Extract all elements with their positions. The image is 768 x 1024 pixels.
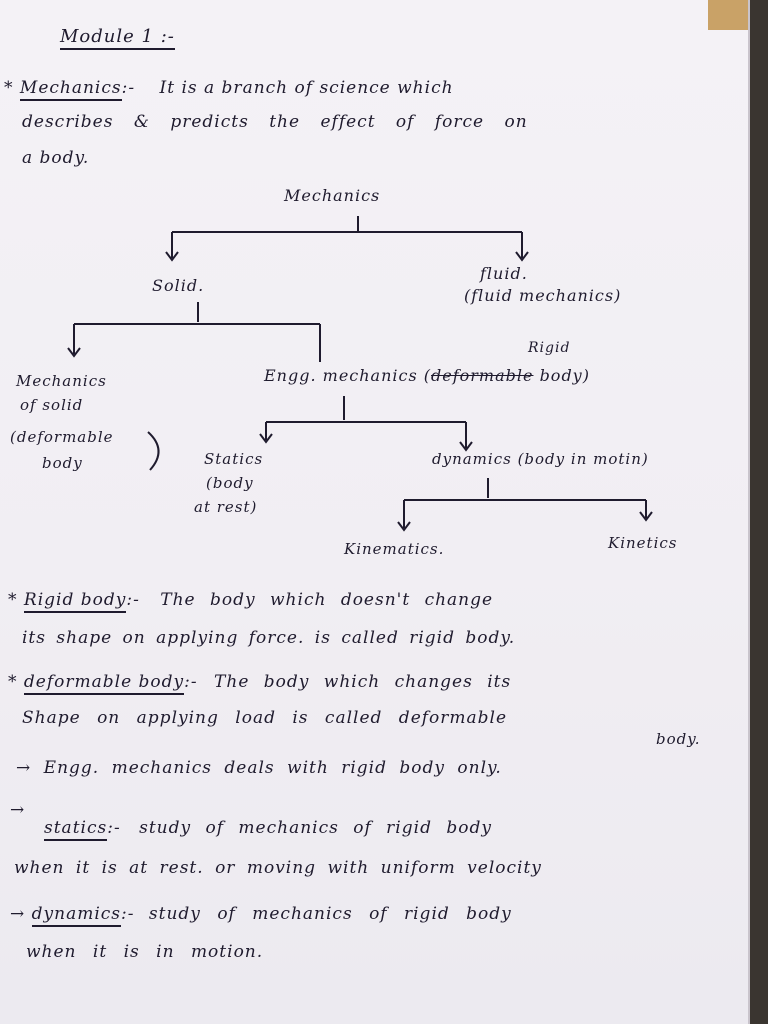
term-separator: :-	[121, 904, 135, 924]
engg-note-line: → Engg. mechanics deals with rigid body …	[16, 758, 502, 778]
dynamics-note-text-1: study of mechanics of rigid body	[148, 904, 512, 924]
term-mechanics: Mechanics	[19, 78, 122, 101]
notebook-page: Module 1 :- * Mechanics:- It is a branch…	[0, 0, 750, 1024]
engg-struck-word: deformable	[431, 366, 534, 385]
arrow-icon: →	[16, 758, 32, 778]
rigid-body-text-1: The body which doesn't change	[160, 590, 494, 610]
tree-root-mechanics: Mechanics	[284, 186, 381, 205]
arrow-icon: →	[10, 904, 26, 924]
term-separator: :-	[107, 818, 121, 838]
tree-node-statics-1: Statics	[204, 450, 264, 468]
tree-node-mos-2: of solid	[20, 396, 84, 414]
engg-note-text: Engg. mechanics deals with rigid body on…	[43, 758, 502, 778]
mechanics-definition-line3: a body.	[22, 148, 90, 168]
tree-node-statics-2: (body	[206, 474, 254, 492]
term-rigid-body: Rigid body	[23, 590, 127, 613]
bullet-star: *	[8, 590, 18, 610]
statics-note-line1: statics:- study of mechanics of rigid bo…	[44, 818, 492, 841]
tree-node-kinematics: Kinematics.	[344, 540, 445, 558]
tree-node-solid: Solid.	[152, 276, 205, 295]
dynamics-note-line2: when it is in motion.	[26, 942, 264, 962]
term-deformable-body: deformable body	[23, 672, 185, 695]
deformable-body-line1: * deformable body:- The body which chang…	[8, 672, 512, 695]
engg-tail: body)	[539, 366, 590, 385]
term-separator: :-	[126, 590, 140, 610]
tree-node-dynamics: dynamics (body in motin)	[432, 450, 649, 468]
statics-note-text-1: study of mechanics of rigid body	[139, 818, 492, 838]
rigid-body-line2: its shape on applying force. is called r…	[22, 628, 516, 648]
engg-label: Engg. mechanics (	[264, 366, 432, 385]
tree-node-rigid-insert: Rigid	[528, 340, 571, 356]
dynamics-note-line1: → dynamics:- study of mechanics of rigid…	[10, 904, 512, 927]
module-heading-text: Module 1 :-	[60, 26, 175, 50]
bullet-star: *	[8, 672, 18, 692]
module-heading: Module 1 :-	[60, 26, 175, 50]
mechanics-definition-line2: describes & predicts the effect of force…	[22, 112, 528, 132]
term-statics: statics	[44, 818, 108, 841]
tree-node-fluid: fluid.	[480, 264, 528, 283]
bullet-star: *	[4, 78, 14, 98]
page-corner	[708, 0, 748, 30]
deformable-body-line3: body.	[656, 730, 701, 748]
term-dynamics: dynamics	[31, 904, 122, 927]
mechanics-definition-line1: * Mechanics:- It is a branch of science …	[4, 78, 454, 101]
arrow-icon: →	[10, 800, 26, 820]
statics-note-line2: when it is at rest. or moving with unifo…	[14, 858, 542, 878]
tree-node-engg-mechanics: Engg. mechanics (deformable body)	[264, 366, 590, 385]
tree-node-mos-1: Mechanics	[16, 372, 107, 390]
tree-node-mos-3: (deformable	[10, 428, 114, 446]
definition-text-1: It is a branch of science which	[159, 78, 454, 98]
deformable-body-line2: Shape on applying load is called deforma…	[22, 708, 508, 728]
deformable-body-text-1: The body which changes its	[214, 672, 512, 692]
statics-note-arrow: →	[10, 800, 25, 820]
classification-tree-lines	[67, 216, 653, 532]
tree-node-statics-3: at rest)	[194, 498, 258, 516]
rigid-body-line1: * Rigid body:- The body which doesn't ch…	[8, 590, 494, 613]
term-separator: :-	[121, 78, 136, 98]
term-separator: :-	[184, 672, 198, 692]
tree-node-fluid-note: (fluid mechanics)	[464, 286, 622, 305]
tree-node-mos-4: body	[42, 454, 83, 472]
tree-node-kinetics: Kinetics	[608, 534, 678, 552]
